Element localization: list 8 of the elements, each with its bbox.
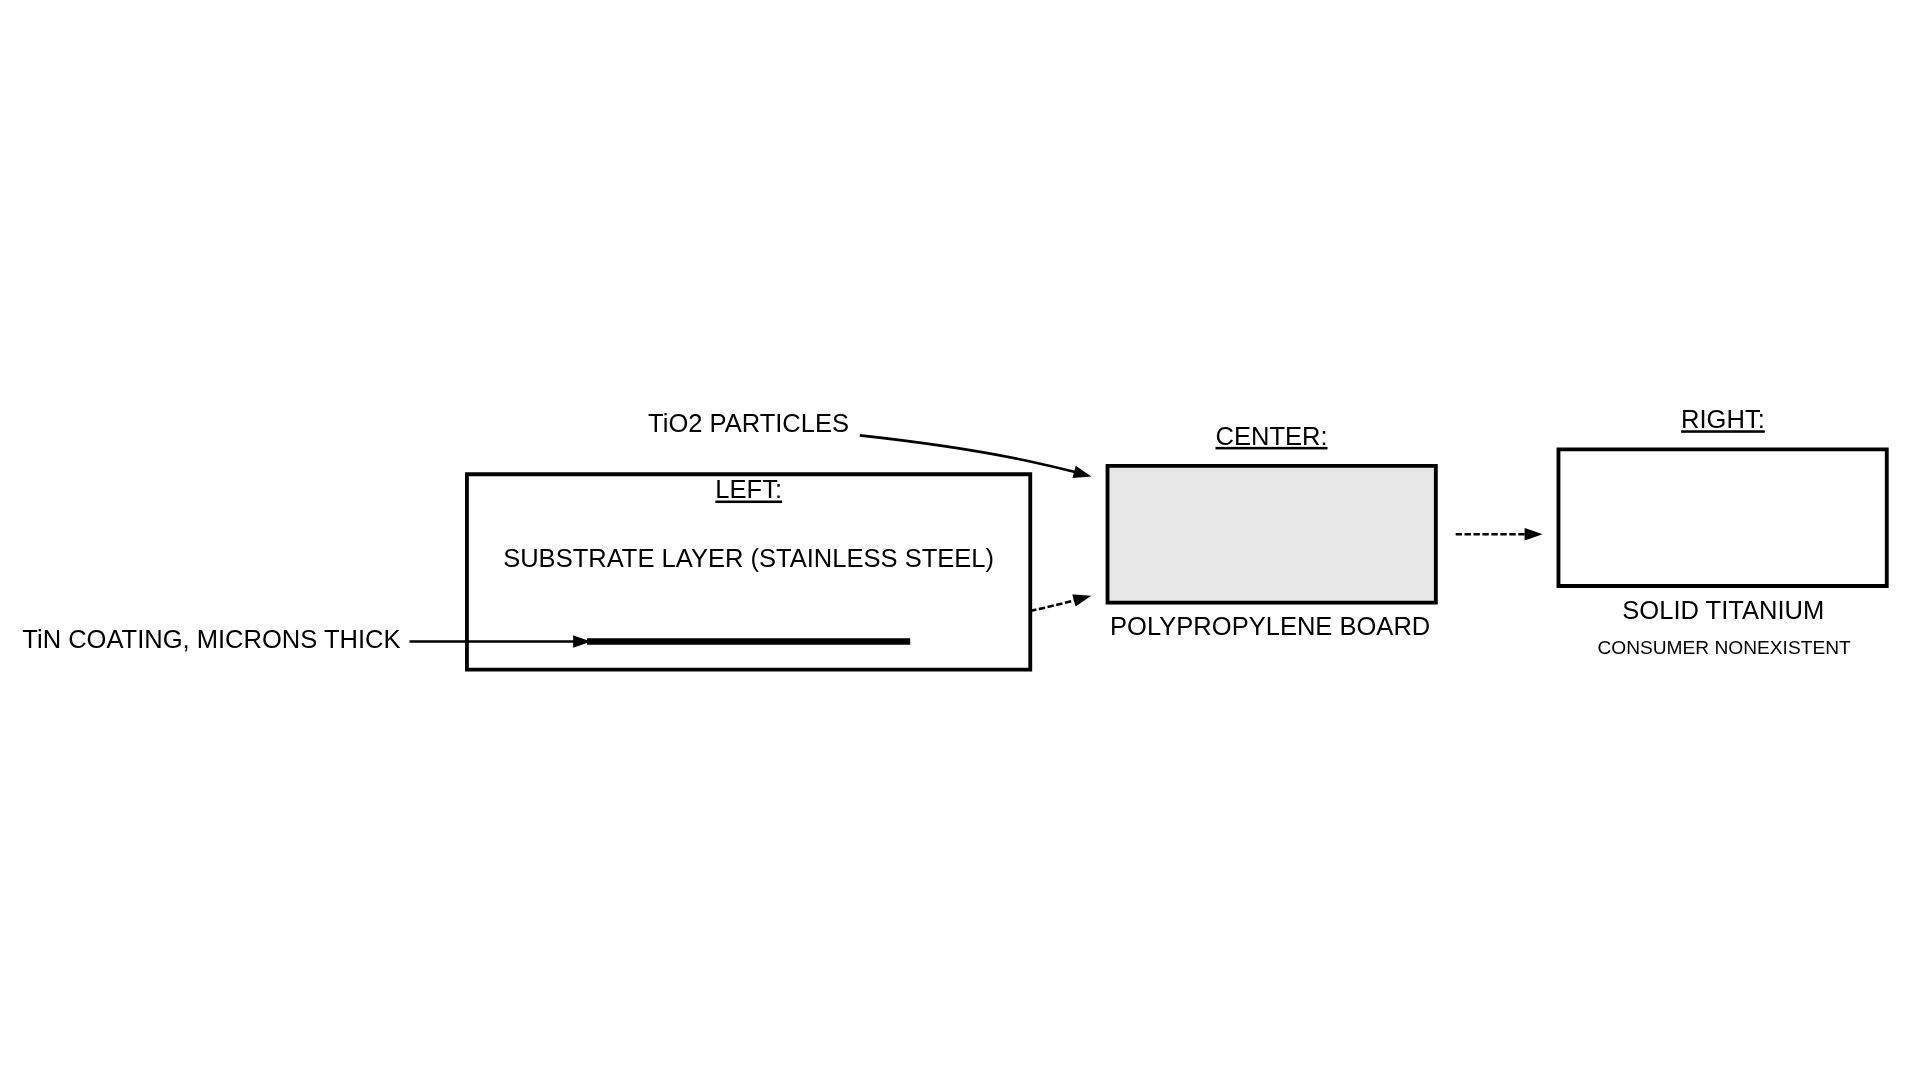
node-label: SOLID TITANIUM (1622, 595, 1825, 624)
node-label: CONSUMER NONEXISTENT (1597, 636, 1851, 658)
node-text: TiN COATING, MICRONS THICK (22, 624, 401, 653)
node-label: POLYPROPYLENE BOARD (1110, 611, 1431, 640)
node-text: TiO2 PARTICLES (648, 408, 850, 437)
node-label: RIGHT: (1681, 404, 1765, 433)
node-label: SUBSTRATE LAYER (STAINLESS STEEL) (503, 543, 995, 572)
node-label: CENTER: (1215, 421, 1328, 450)
